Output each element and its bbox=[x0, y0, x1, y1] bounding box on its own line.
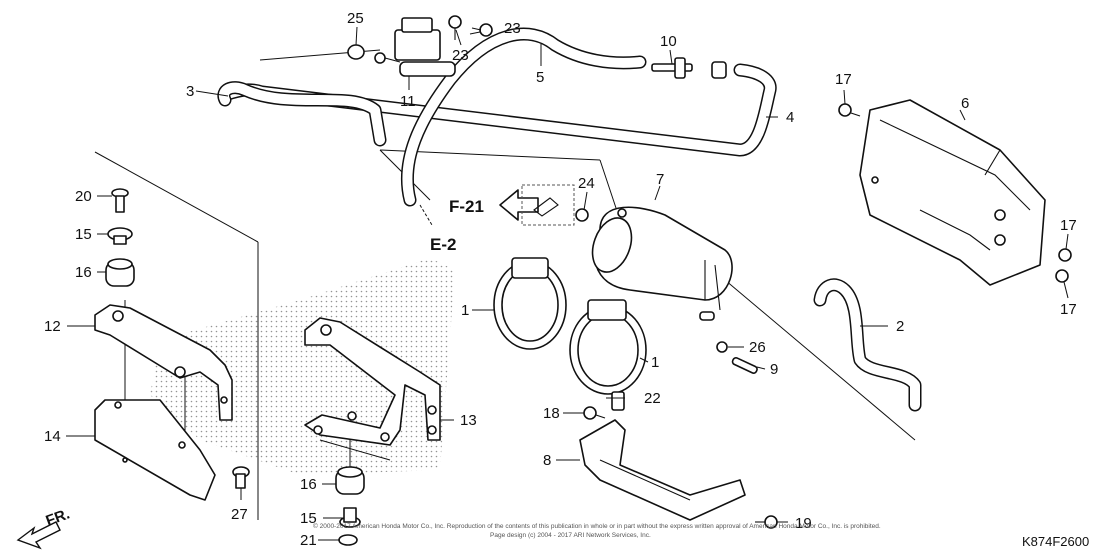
bolt-17a[interactable] bbox=[838, 103, 861, 117]
grommet-16b[interactable] bbox=[335, 466, 365, 495]
bracket-12[interactable] bbox=[94, 304, 233, 421]
callout-1a[interactable]: 1 bbox=[461, 302, 469, 319]
hose-4[interactable] bbox=[221, 63, 777, 157]
bolt-20[interactable] bbox=[111, 188, 129, 213]
bracket-8[interactable] bbox=[579, 419, 746, 521]
joint-10[interactable] bbox=[651, 57, 727, 79]
callout-1b[interactable]: 1 bbox=[651, 354, 659, 371]
callout-13[interactable]: 13 bbox=[460, 412, 477, 429]
callout-23b[interactable]: 23 bbox=[504, 20, 521, 37]
callout-22[interactable]: 22 bbox=[644, 390, 661, 407]
callout-2[interactable]: 2 bbox=[896, 318, 904, 335]
nut-21[interactable] bbox=[338, 534, 358, 546]
front-label: FR. bbox=[44, 506, 73, 530]
diagram-code: K874F2600 bbox=[1022, 534, 1089, 549]
callout-21[interactable]: 21 bbox=[300, 532, 317, 549]
callouts: 1 1 2 3 4 5 6 7 8 9 10 11 12 13 14 15 15… bbox=[44, 10, 1077, 549]
callout-27[interactable]: 27 bbox=[231, 506, 248, 523]
collar-15a[interactable] bbox=[107, 227, 133, 245]
callout-26[interactable]: 26 bbox=[749, 339, 766, 356]
callout-17a[interactable]: 17 bbox=[835, 71, 852, 88]
callout-15b[interactable]: 15 bbox=[300, 510, 317, 527]
bolt-23a[interactable] bbox=[448, 15, 462, 40]
hose-2[interactable] bbox=[813, 278, 922, 412]
bolt-27[interactable] bbox=[232, 466, 250, 489]
callout-15a[interactable]: 15 bbox=[75, 226, 92, 243]
callout-23a[interactable]: 23 bbox=[452, 47, 469, 64]
callout-leaders bbox=[66, 26, 1069, 541]
callout-24[interactable]: 24 bbox=[578, 175, 595, 192]
bolt-23b[interactable] bbox=[469, 23, 493, 37]
solenoid-valve-11[interactable] bbox=[374, 17, 456, 77]
callout-7[interactable]: 7 bbox=[656, 171, 664, 188]
callout-10[interactable]: 10 bbox=[660, 33, 677, 50]
callout-14[interactable]: 14 bbox=[44, 428, 61, 445]
clip-26[interactable] bbox=[716, 341, 728, 353]
grommet-16a[interactable] bbox=[105, 258, 135, 287]
bolt-18[interactable] bbox=[583, 406, 606, 420]
front-arrow-icon: FR. bbox=[16, 506, 73, 550]
e2-reference[interactable]: E-2 bbox=[419, 204, 456, 254]
f21-reference[interactable]: F-21 bbox=[449, 184, 575, 226]
band-1b[interactable] bbox=[569, 299, 647, 395]
callout-4[interactable]: 4 bbox=[786, 109, 794, 126]
hose-5[interactable] bbox=[400, 27, 647, 207]
page-design-notice: Page design (c) 2004 - 2017 ARI Network … bbox=[490, 532, 651, 539]
e2-label: E-2 bbox=[430, 235, 456, 254]
callout-3[interactable]: 3 bbox=[186, 83, 194, 100]
callout-5[interactable]: 5 bbox=[536, 69, 544, 86]
callout-17c[interactable]: 17 bbox=[1060, 301, 1077, 318]
bolt-17c[interactable] bbox=[1055, 269, 1069, 283]
band-1a[interactable] bbox=[493, 257, 567, 350]
cover-14[interactable] bbox=[94, 399, 216, 501]
clip-24[interactable] bbox=[575, 208, 589, 222]
callout-12[interactable]: 12 bbox=[44, 318, 61, 335]
hose-3[interactable] bbox=[217, 81, 387, 147]
callout-8[interactable]: 8 bbox=[543, 452, 551, 469]
collar-15b[interactable] bbox=[339, 507, 361, 528]
bolt-17b[interactable] bbox=[1058, 248, 1072, 262]
copyright-notice: © 2000-2017 American Honda Motor Co., In… bbox=[313, 522, 881, 530]
f21-label: F-21 bbox=[449, 197, 484, 216]
clip-22[interactable] bbox=[611, 391, 625, 411]
bracket-6[interactable] bbox=[859, 99, 1046, 286]
callout-19[interactable]: 19 bbox=[795, 515, 812, 532]
clip-25[interactable] bbox=[347, 44, 365, 60]
canister-7[interactable] bbox=[586, 206, 733, 321]
bracket-13[interactable] bbox=[304, 317, 441, 446]
callout-6[interactable]: 6 bbox=[961, 95, 969, 112]
callout-18[interactable]: 18 bbox=[543, 405, 560, 422]
callout-9[interactable]: 9 bbox=[770, 361, 778, 378]
callout-11[interactable]: 11 bbox=[400, 93, 416, 110]
callout-16a[interactable]: 16 bbox=[75, 264, 92, 281]
fitting-9[interactable] bbox=[731, 356, 759, 374]
callout-16b[interactable]: 16 bbox=[300, 476, 317, 493]
callout-20[interactable]: 20 bbox=[75, 188, 92, 205]
callout-17b[interactable]: 17 bbox=[1060, 217, 1077, 234]
callout-25[interactable]: 25 bbox=[347, 10, 364, 27]
